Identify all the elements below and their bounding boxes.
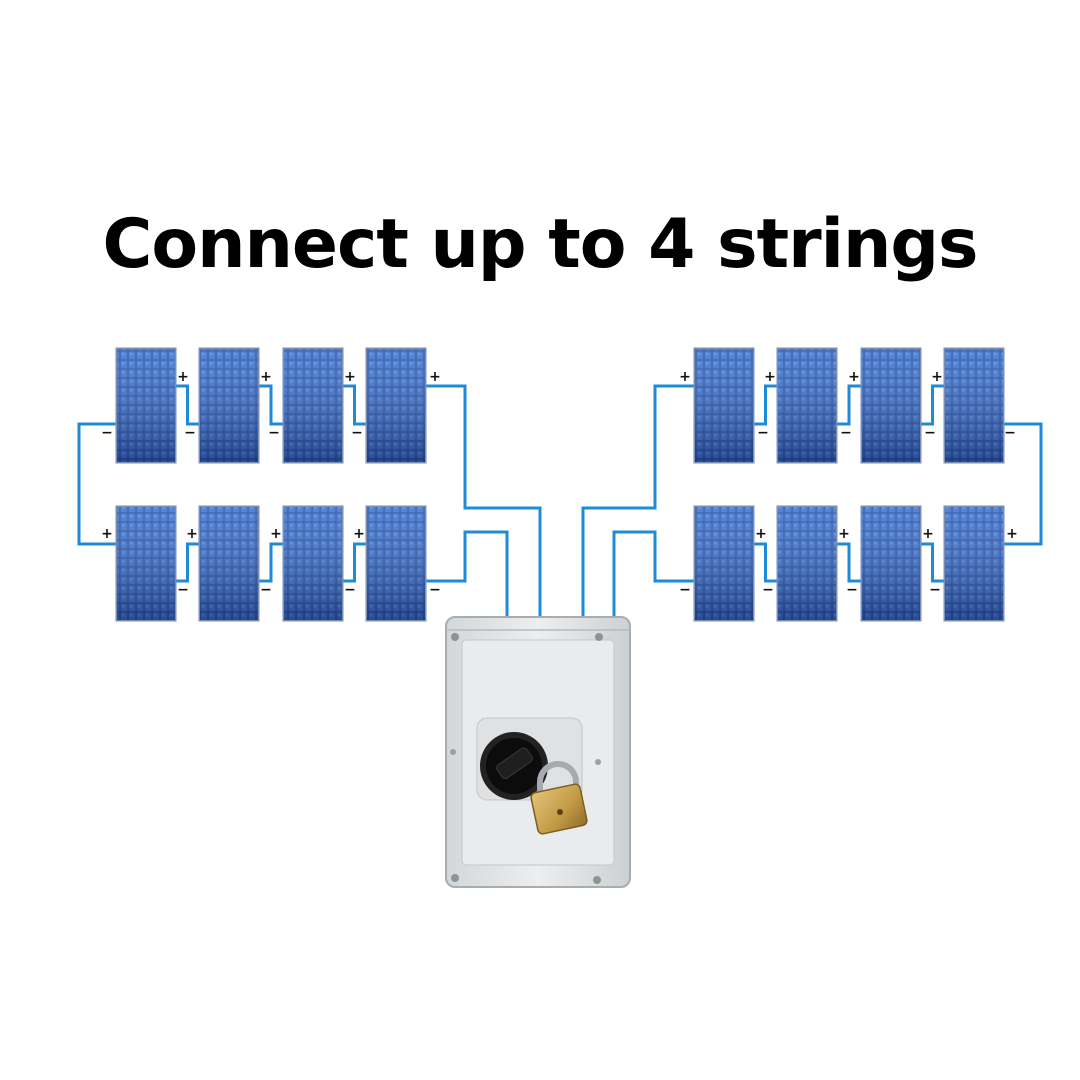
series-link-cable	[342, 384, 367, 426]
solar-panel-icon	[776, 505, 838, 622]
positive-terminal-label: +	[177, 369, 189, 385]
solar-panel-icon	[282, 505, 344, 622]
solar-panel-icon	[943, 347, 1005, 464]
positive-terminal-label: +	[270, 526, 282, 542]
solar-panel-icon	[198, 505, 260, 622]
series-link-cable	[920, 384, 945, 426]
solar-panel-icon	[860, 505, 922, 622]
positive-terminal-label: +	[429, 369, 441, 385]
solar-panel-icon	[282, 347, 344, 464]
string-output-cable	[425, 530, 509, 627]
positive-terminal-label: +	[922, 526, 934, 542]
solar-panel-icon	[943, 505, 1005, 622]
positive-terminal-label: +	[260, 369, 272, 385]
solar-panel-icon	[860, 347, 922, 464]
series-link-cable	[753, 542, 778, 583]
screw-icon	[593, 876, 601, 884]
string-output-cable	[425, 384, 542, 627]
negative-terminal-label: −	[1004, 425, 1016, 441]
solar-panel-icon	[115, 505, 177, 622]
series-link-cable	[836, 542, 862, 583]
solar-panel-icon	[365, 347, 427, 464]
negative-terminal-label: −	[429, 582, 441, 598]
negative-terminal-label: −	[177, 582, 189, 598]
solar-panel-icon	[693, 505, 755, 622]
return-cable-right	[1003, 422, 1043, 546]
negative-terminal-label: −	[757, 425, 769, 441]
negative-terminal-label: −	[929, 582, 941, 598]
positive-terminal-label: +	[1006, 526, 1018, 542]
series-link-cable	[753, 384, 778, 426]
solar-panel-icon	[115, 347, 177, 464]
series-link-cable	[920, 542, 945, 583]
series-link-cable	[258, 542, 284, 583]
screw-icon	[451, 874, 459, 882]
positive-terminal-label: +	[353, 526, 365, 542]
screw-icon	[451, 633, 459, 641]
series-link-cable	[836, 384, 862, 426]
negative-terminal-label: −	[679, 582, 691, 598]
negative-terminal-label: −	[101, 425, 113, 441]
solar-panel-icon	[198, 347, 260, 464]
negative-terminal-label: −	[924, 425, 936, 441]
negative-terminal-label: −	[344, 582, 356, 598]
series-link-cable	[258, 384, 284, 426]
string-output-cable	[581, 384, 695, 627]
positive-terminal-label: +	[931, 369, 943, 385]
negative-terminal-label: −	[260, 582, 272, 598]
negative-terminal-label: −	[762, 582, 774, 598]
series-link-cable	[342, 542, 367, 583]
solar-panel-icon	[365, 505, 427, 622]
positive-terminal-label: +	[679, 369, 691, 385]
positive-terminal-label: +	[344, 369, 356, 385]
positive-terminal-label: +	[101, 526, 113, 542]
return-cable-left	[77, 422, 117, 546]
dc-isolator-box	[445, 616, 631, 888]
positive-terminal-label: +	[755, 526, 767, 542]
negative-terminal-label: −	[184, 425, 196, 441]
negative-terminal-label: −	[268, 425, 280, 441]
string-output-cable	[612, 530, 695, 627]
solar-panel-icon	[693, 347, 755, 464]
positive-terminal-label: +	[838, 526, 850, 542]
series-link-cable	[175, 542, 200, 583]
polarity-labels: + − + − + − − + − + − + − + + − − + − + − + + − + − + − − + + −	[101, 369, 1018, 598]
negative-terminal-label: −	[846, 582, 858, 598]
negative-terminal-label: −	[351, 425, 363, 441]
string-cables	[77, 384, 1043, 627]
positive-terminal-label: +	[764, 369, 776, 385]
screw-icon	[595, 633, 603, 641]
positive-terminal-label: +	[848, 369, 860, 385]
positive-terminal-label: +	[186, 526, 198, 542]
negative-terminal-label: −	[840, 425, 852, 441]
solar-panel-icon	[776, 347, 838, 464]
diagram-title: Connect up to 4 strings	[102, 205, 978, 284]
series-link-cable	[175, 384, 200, 426]
solar-panel-array	[115, 347, 1005, 622]
padlock-icon	[530, 761, 588, 835]
